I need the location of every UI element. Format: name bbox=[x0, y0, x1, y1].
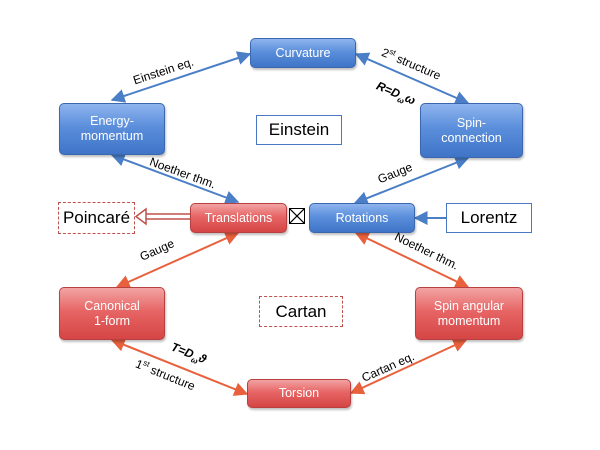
node-spin-angular-momentum: Spin angular momentum bbox=[415, 287, 523, 340]
node-curvature: Curvature bbox=[250, 38, 356, 68]
label-einstein: Einstein bbox=[256, 115, 342, 145]
arrow-rotations-spinangular bbox=[354, 232, 470, 288]
semidirect-product-symbol bbox=[289, 208, 305, 224]
label-lorentz: Lorentz bbox=[446, 203, 532, 233]
node-energy-momentum: Energy- momentum bbox=[59, 103, 165, 155]
node-torsion: Torsion bbox=[247, 379, 351, 408]
arrow-translations-poincare bbox=[134, 207, 190, 226]
label-cartan: Cartan bbox=[259, 296, 343, 327]
arrow-canonical-torsion bbox=[110, 338, 249, 396]
arrow-spinconnection-rotations bbox=[353, 156, 470, 205]
arrow-spinangular-torsion bbox=[349, 338, 468, 395]
node-spin-connection: Spin- connection bbox=[420, 103, 523, 158]
node-canonical-1form: Canonical 1-form bbox=[59, 287, 165, 340]
node-rotations: Rotations bbox=[309, 203, 415, 233]
arrow-curvature-spinconnection bbox=[354, 52, 470, 105]
arrow-translations-canonical bbox=[115, 231, 240, 289]
arrow-curvature-energy bbox=[110, 51, 252, 103]
arrow-energy-translations bbox=[110, 152, 240, 205]
label-poincare: Poincaré bbox=[58, 202, 135, 234]
node-translations: Translations bbox=[190, 203, 287, 233]
